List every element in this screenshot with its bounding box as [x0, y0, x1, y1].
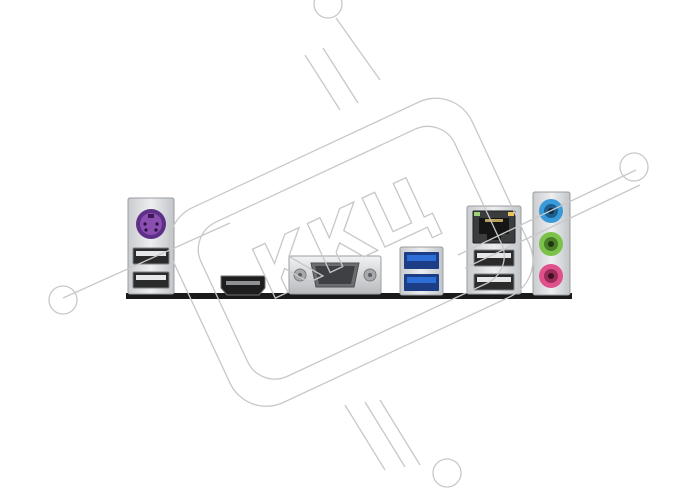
audio-jack-line-out[interactable]	[539, 232, 563, 256]
usb3-stack	[399, 246, 444, 296]
ps2-usb-stack	[127, 197, 175, 295]
audio-jack-line-in[interactable]	[539, 199, 563, 223]
rj45-lan-port[interactable]	[472, 210, 516, 244]
audio-jack-mic[interactable]	[539, 264, 563, 288]
hdmi-port[interactable]	[220, 275, 266, 296]
audio-stack	[532, 191, 571, 296]
vga-port[interactable]	[288, 255, 382, 295]
lan-usb-stack	[466, 205, 522, 295]
